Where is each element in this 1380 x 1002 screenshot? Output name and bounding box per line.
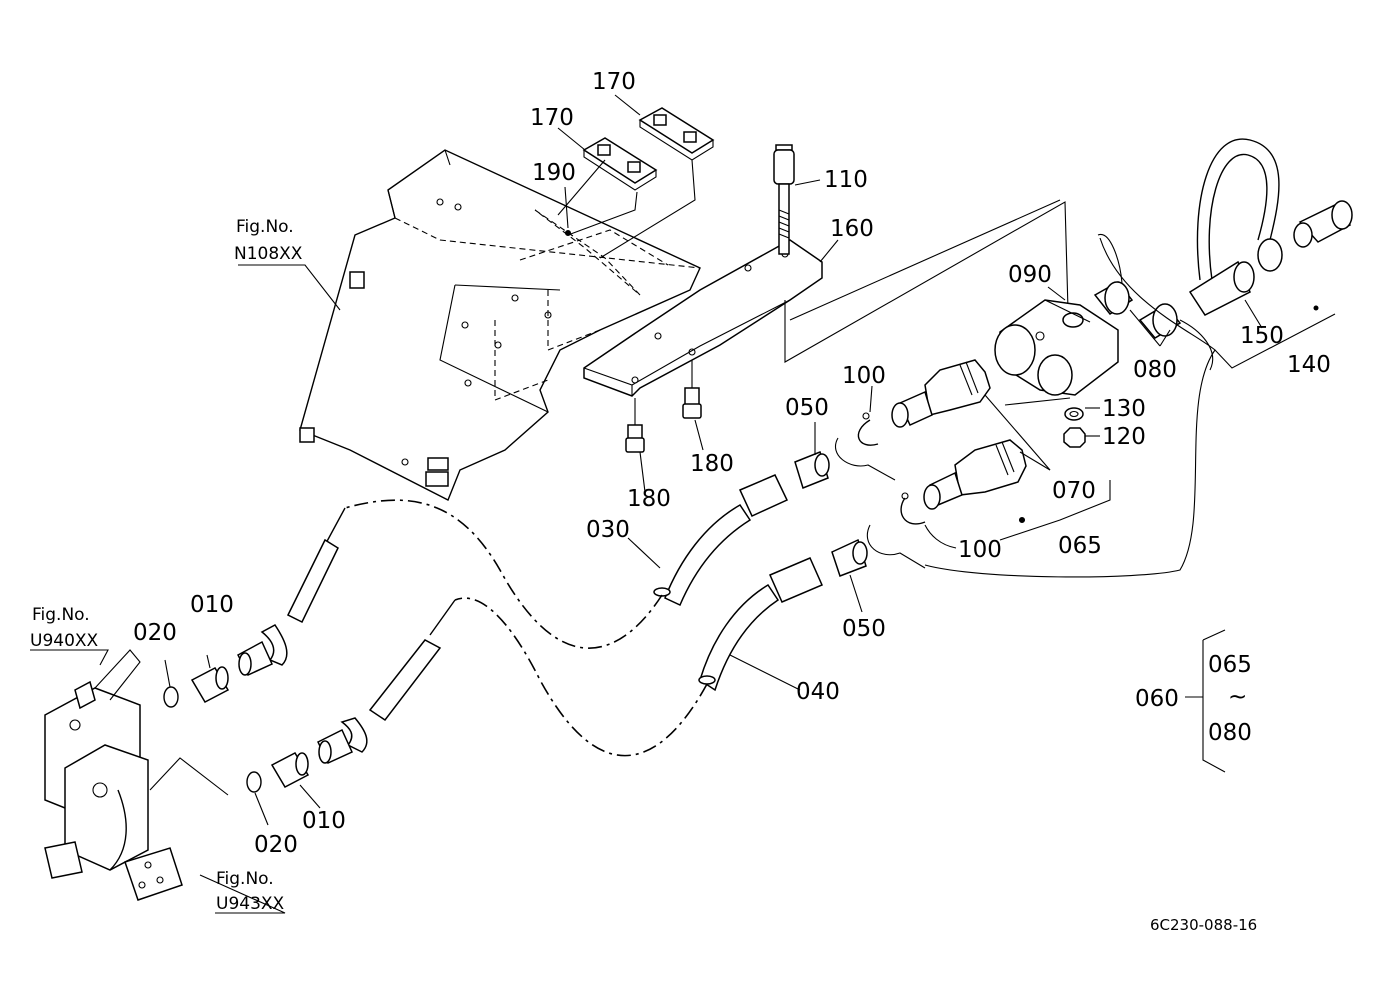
bracket-160 (583, 199, 1069, 397)
fig-ref-u943xx: Fig.No. U943XX (216, 869, 285, 914)
range-tilde: ~ (1228, 684, 1247, 710)
label-130: 130 (1102, 396, 1146, 422)
label-080: 080 (1133, 357, 1177, 383)
label-070: 070 (1052, 478, 1096, 504)
assembly-range: 060 065 ~ 080 (1135, 652, 1252, 746)
label-150: 150 (1240, 323, 1284, 349)
label-110: 110 (824, 167, 868, 193)
label-170-a: 170 (530, 105, 574, 131)
hose-end-upper (237, 538, 339, 676)
label-180-a: 180 (627, 486, 671, 512)
bolt-180-a (625, 398, 645, 453)
label-065: 065 (1058, 533, 1102, 559)
bolt-180-b (682, 360, 702, 419)
label-090: 090 (1008, 262, 1052, 288)
nut-plate-170-a (557, 137, 658, 236)
hose-end-lower (317, 639, 442, 764)
fig-ref-number: N108XX (234, 244, 303, 264)
label-100-a: 100 (842, 363, 886, 389)
range-from: 065 (1208, 652, 1252, 678)
snap-ring-100-b (866, 492, 926, 569)
label-010-a: 010 (190, 592, 234, 618)
leader-lines (30, 94, 1336, 914)
hose-030 (324, 474, 789, 649)
range-to: 080 (1208, 720, 1252, 746)
hose-040 (429, 557, 823, 757)
label-010-b: 010 (302, 808, 346, 834)
fig-ref-u940xx: Fig.No. U940XX (30, 605, 99, 651)
nut-120 (1063, 427, 1086, 448)
fig-ref-caption: Fig.No. (216, 869, 274, 889)
label-050-a: 050 (785, 395, 829, 421)
fig-ref-caption: Fig.No. (236, 217, 294, 237)
coupler-140 (1293, 200, 1353, 311)
snap-ring-100-a (835, 412, 896, 481)
fig-ref-number: U943XX (216, 894, 285, 914)
coupler-070-a (891, 359, 991, 428)
dust-cap-080-a (1093, 234, 1134, 315)
label-030: 030 (586, 517, 630, 543)
label-100-b: 100 (958, 537, 1002, 563)
o-ring-020-a (163, 686, 179, 708)
coupler-070-b (923, 439, 1027, 510)
fig-ref-number: U940XX (30, 631, 99, 651)
label-120: 120 (1102, 424, 1146, 450)
adapter-050-a (794, 451, 830, 489)
figure-code: 6C230-088-16 (1150, 916, 1257, 934)
cover-150 (1188, 138, 1283, 316)
label-160: 160 (830, 216, 874, 242)
o-ring-020-b (246, 771, 262, 793)
label-020-b: 020 (254, 832, 298, 858)
label-170-b: 170 (592, 69, 636, 95)
label-050-b: 050 (842, 616, 886, 642)
nut-plate-170-b (599, 107, 715, 259)
label-020-a: 020 (133, 620, 177, 646)
label-040: 040 (796, 679, 840, 705)
fig-ref-caption: Fig.No. (32, 605, 90, 625)
fig-ref-n108xx: Fig.No. N108XX (234, 217, 303, 264)
fitting-010-b (270, 752, 310, 788)
control-valve (44, 649, 183, 901)
label-140: 140 (1287, 352, 1331, 378)
label-180-b: 180 (690, 451, 734, 477)
washer-130 (1064, 407, 1084, 421)
label-190: 190 (532, 160, 576, 186)
label-060: 060 (1135, 686, 1179, 712)
bolt-110 (773, 144, 795, 255)
adapter-050-b (831, 538, 868, 577)
fitting-010-a (190, 666, 230, 703)
mounting-plate (299, 149, 701, 501)
coupler-block-090 (994, 299, 1119, 396)
